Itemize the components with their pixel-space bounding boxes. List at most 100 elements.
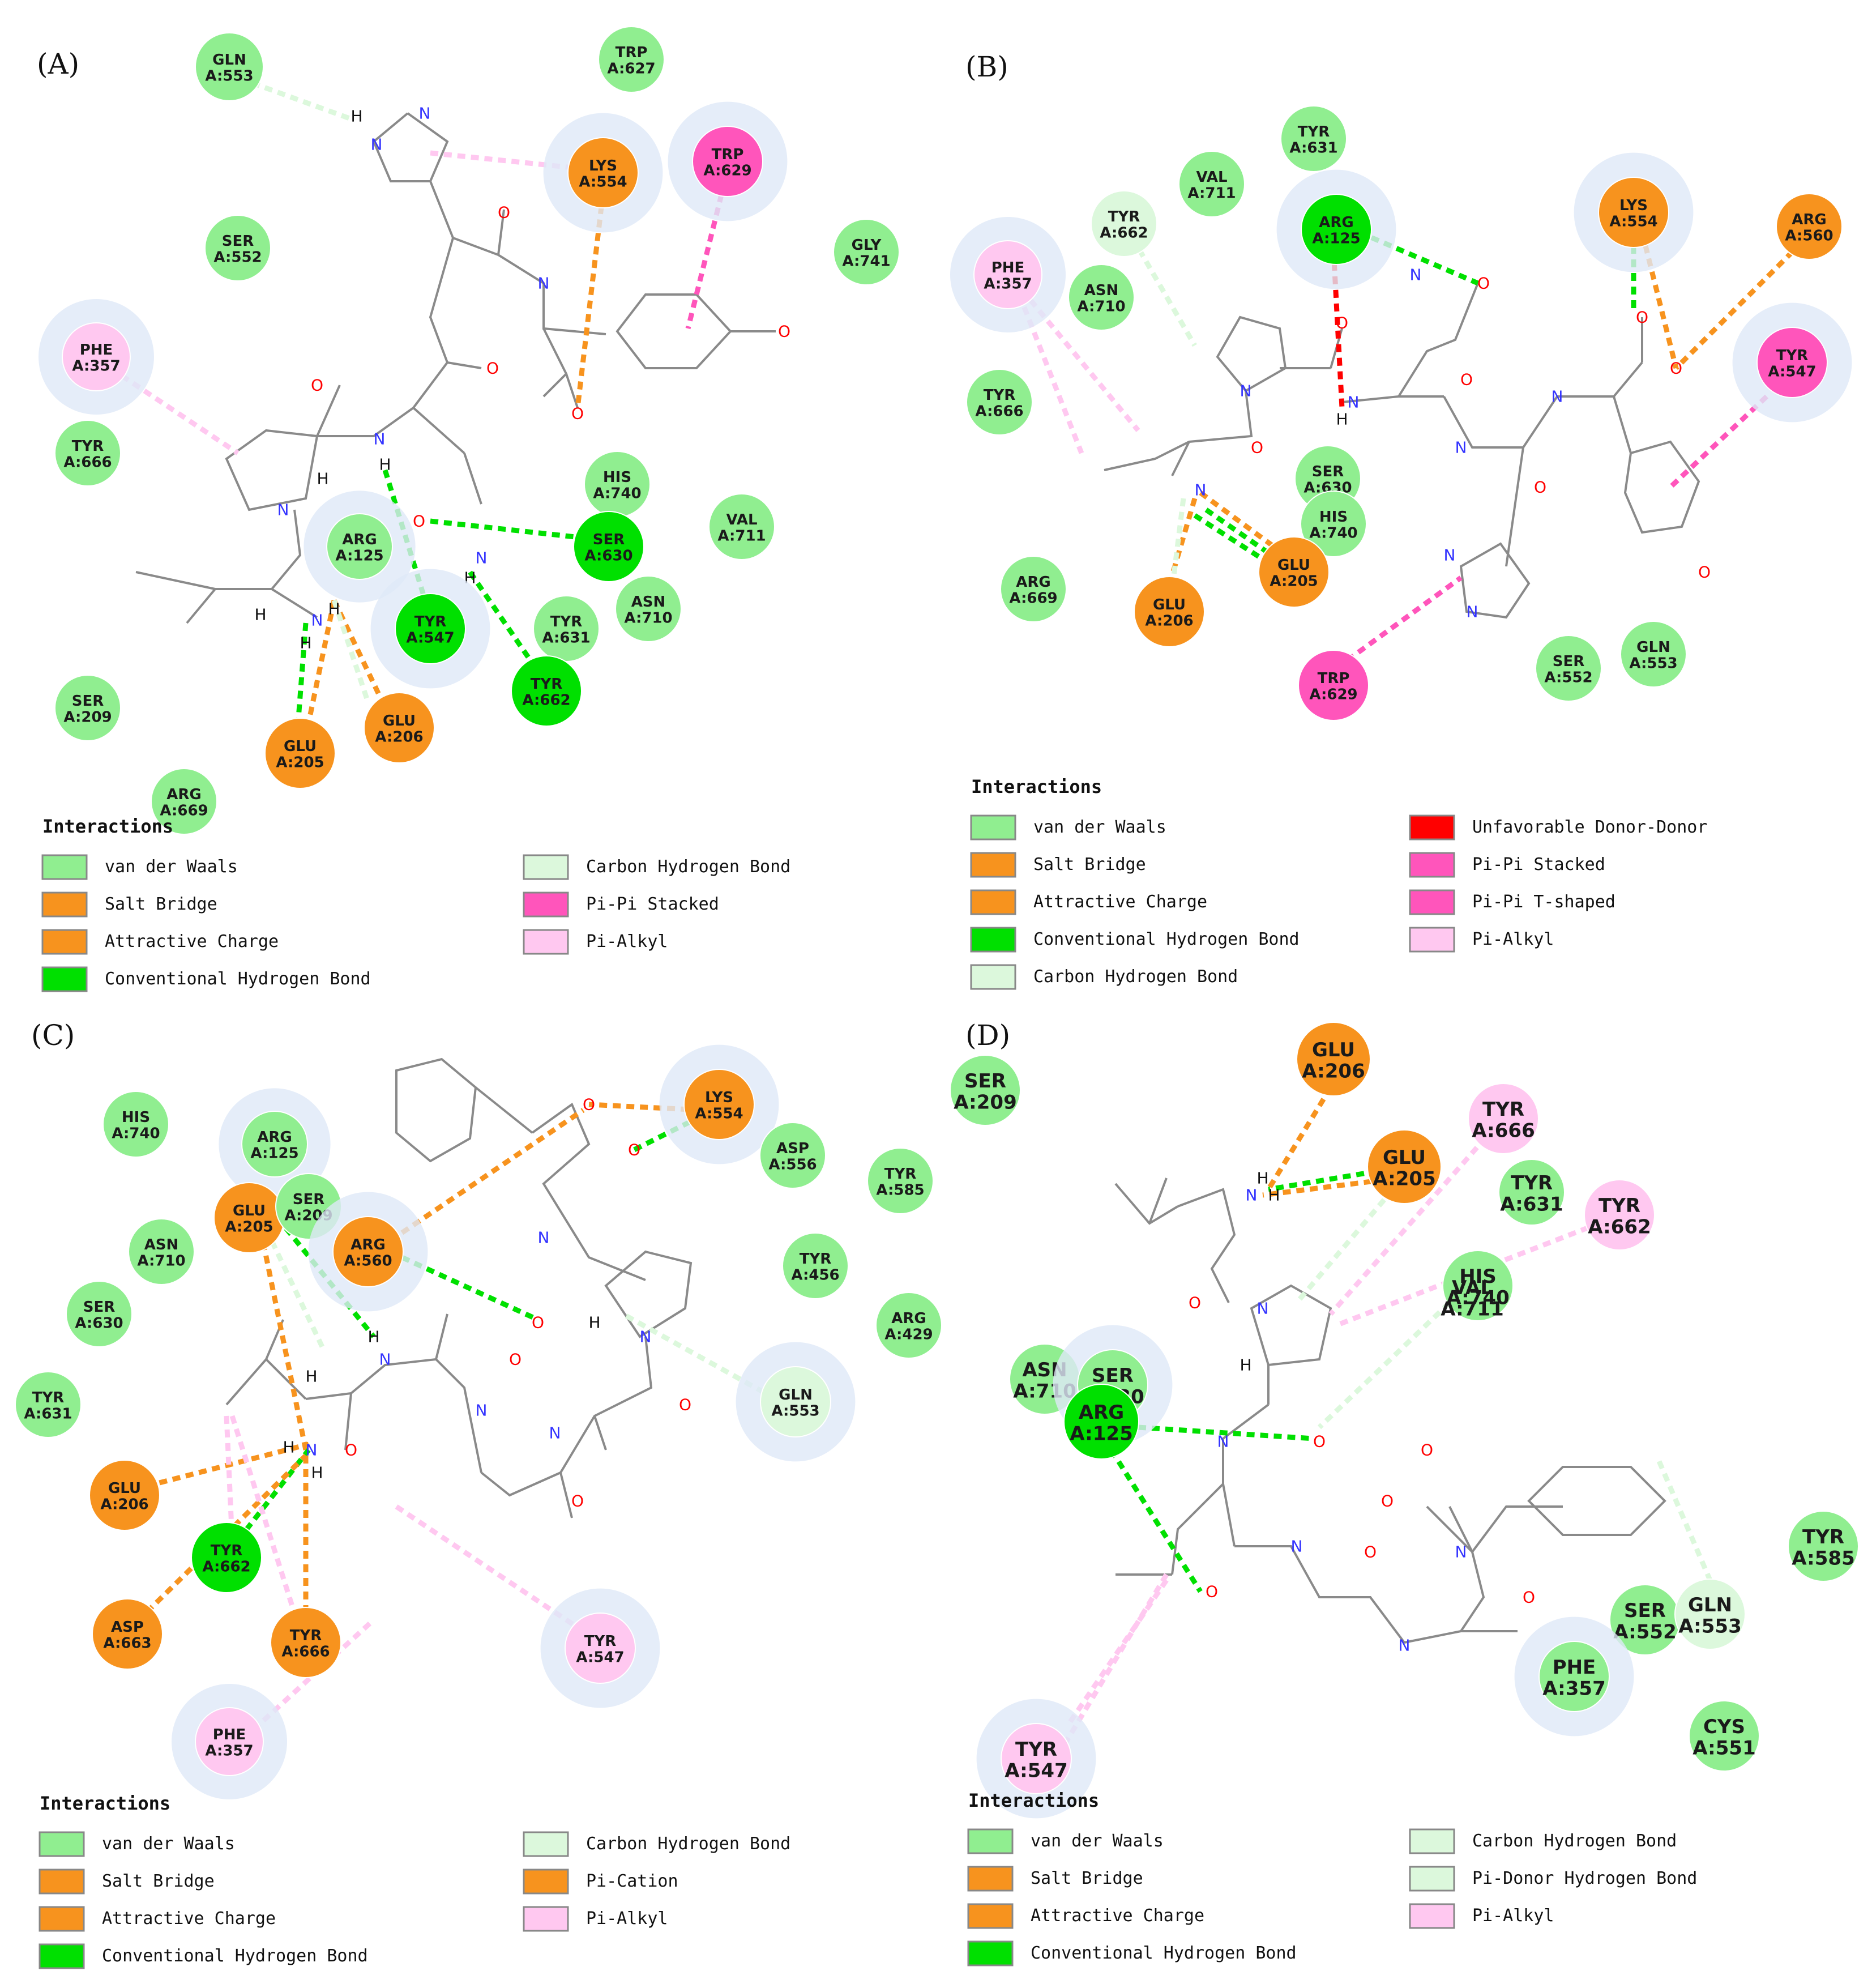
residue-number: A:209 [954, 1091, 1017, 1114]
residue-disc [1091, 190, 1157, 257]
svg-text:O: O [1670, 359, 1682, 378]
residue-number: A:710 [137, 1253, 185, 1270]
svg-text:H: H [351, 107, 362, 126]
svg-text:O: O [486, 359, 499, 378]
residue-name: HIS [122, 1109, 150, 1126]
residue-disc [1674, 1579, 1746, 1650]
legend-swatch-unfav [1409, 814, 1455, 841]
residue-number: A:740 [1309, 525, 1357, 542]
legend-swatch-attr [967, 1903, 1014, 1929]
legend-label-pialkyl: Pi-Alkyl [586, 932, 668, 952]
residue-disc [1776, 193, 1843, 260]
legend-swatch-pialkyl [523, 929, 569, 955]
legend-label-chb: Carbon Hydrogen Bond [1033, 967, 1238, 987]
residue-disc [760, 1366, 831, 1437]
legend-label-pitsh: Pi-Pi T-shaped [1472, 892, 1615, 912]
residue-disc [1063, 1384, 1139, 1460]
legend-label-unfav: Unfavorable Donor-Donor [1472, 817, 1707, 837]
residue-name: SER [1624, 1599, 1666, 1622]
svg-text:O: O [1636, 308, 1648, 327]
residue-disc [191, 1522, 262, 1593]
residue-disc [1258, 536, 1330, 608]
legend-label-attr: Attractive Charge [1031, 1906, 1204, 1926]
residue-number: A:125 [335, 548, 383, 565]
residue-name: TYR [984, 387, 1016, 404]
residue-disc [615, 575, 682, 642]
svg-text:N: N [1399, 1636, 1411, 1655]
residue-name: SER [72, 693, 104, 710]
svg-text:H: H [1240, 1356, 1251, 1375]
residue-name: GLN [1688, 1594, 1732, 1616]
residue-disc [973, 240, 1042, 309]
legend-label-chb: Carbon Hydrogen Bond [586, 857, 790, 877]
svg-text:H: H [300, 634, 311, 652]
svg-text:O: O [628, 1141, 640, 1159]
legend-swatch-hbond [970, 927, 1016, 953]
residue-name: HIS [1459, 1265, 1497, 1288]
residue-disc [1756, 327, 1828, 398]
legend-label-vdw: van der Waals [1031, 1831, 1164, 1851]
legend-swatch-pipi [523, 891, 569, 918]
residue-name: SER [293, 1191, 325, 1208]
legend-swatch-pitsh [1409, 889, 1455, 915]
ligand-b-structure [1104, 283, 1700, 619]
residue-name: SER [964, 1070, 1006, 1093]
residue-name: PHE [1553, 1656, 1596, 1679]
residue-name: TYR [1599, 1194, 1640, 1217]
residue-number: A:206 [375, 729, 423, 746]
residue-name: ARG [891, 1310, 926, 1327]
residue-number: A:710 [624, 610, 672, 627]
residue-number: A:669 [160, 803, 208, 820]
legend-label-pialkyl: Pi-Alkyl [586, 1909, 668, 1929]
residue-number: A:666 [63, 454, 112, 471]
residue-name: TYR [531, 676, 563, 693]
residue-name: GLU [383, 713, 416, 729]
residue-number: A:629 [703, 163, 751, 180]
residue-name: GLU [1383, 1146, 1426, 1169]
residue-name: ARG [1319, 214, 1353, 231]
legend-label-vdw: van der Waals [102, 1834, 235, 1854]
svg-text:N: N [306, 1441, 318, 1460]
svg-text:O: O [1534, 478, 1546, 497]
residue-disc [759, 1122, 826, 1189]
residue-disc [395, 593, 466, 664]
panel-a-label: (A) [37, 48, 79, 80]
ligand-d-structure [1114, 1178, 1666, 1644]
legend-label-hbond: Conventional Hydrogen Bond [105, 969, 371, 989]
legend-swatch-pialkyl [1409, 1903, 1455, 1929]
residue-disc [1468, 1083, 1539, 1154]
residue-number: A:357 [984, 276, 1032, 293]
residue-number: A:740 [112, 1125, 160, 1142]
legend-label-hbond: Conventional Hydrogen Bond [102, 1946, 368, 1966]
svg-text:N: N [549, 1424, 561, 1443]
residue-name: VAL [1196, 169, 1227, 186]
residue-disc [1535, 635, 1602, 702]
residue-name: TYR [211, 1542, 243, 1559]
legend-swatch-chb [523, 854, 569, 880]
residue-number: A:560 [344, 1253, 392, 1270]
residue-name: TYR [72, 438, 104, 455]
svg-text:H: H [305, 1367, 317, 1386]
svg-text:O: O [778, 322, 790, 341]
residue-number: A:553 [1629, 655, 1677, 672]
legend-label-attr: Attractive Charge [102, 1909, 276, 1929]
residue-number: A:357 [72, 358, 120, 375]
legend-swatch-salt [970, 852, 1016, 878]
